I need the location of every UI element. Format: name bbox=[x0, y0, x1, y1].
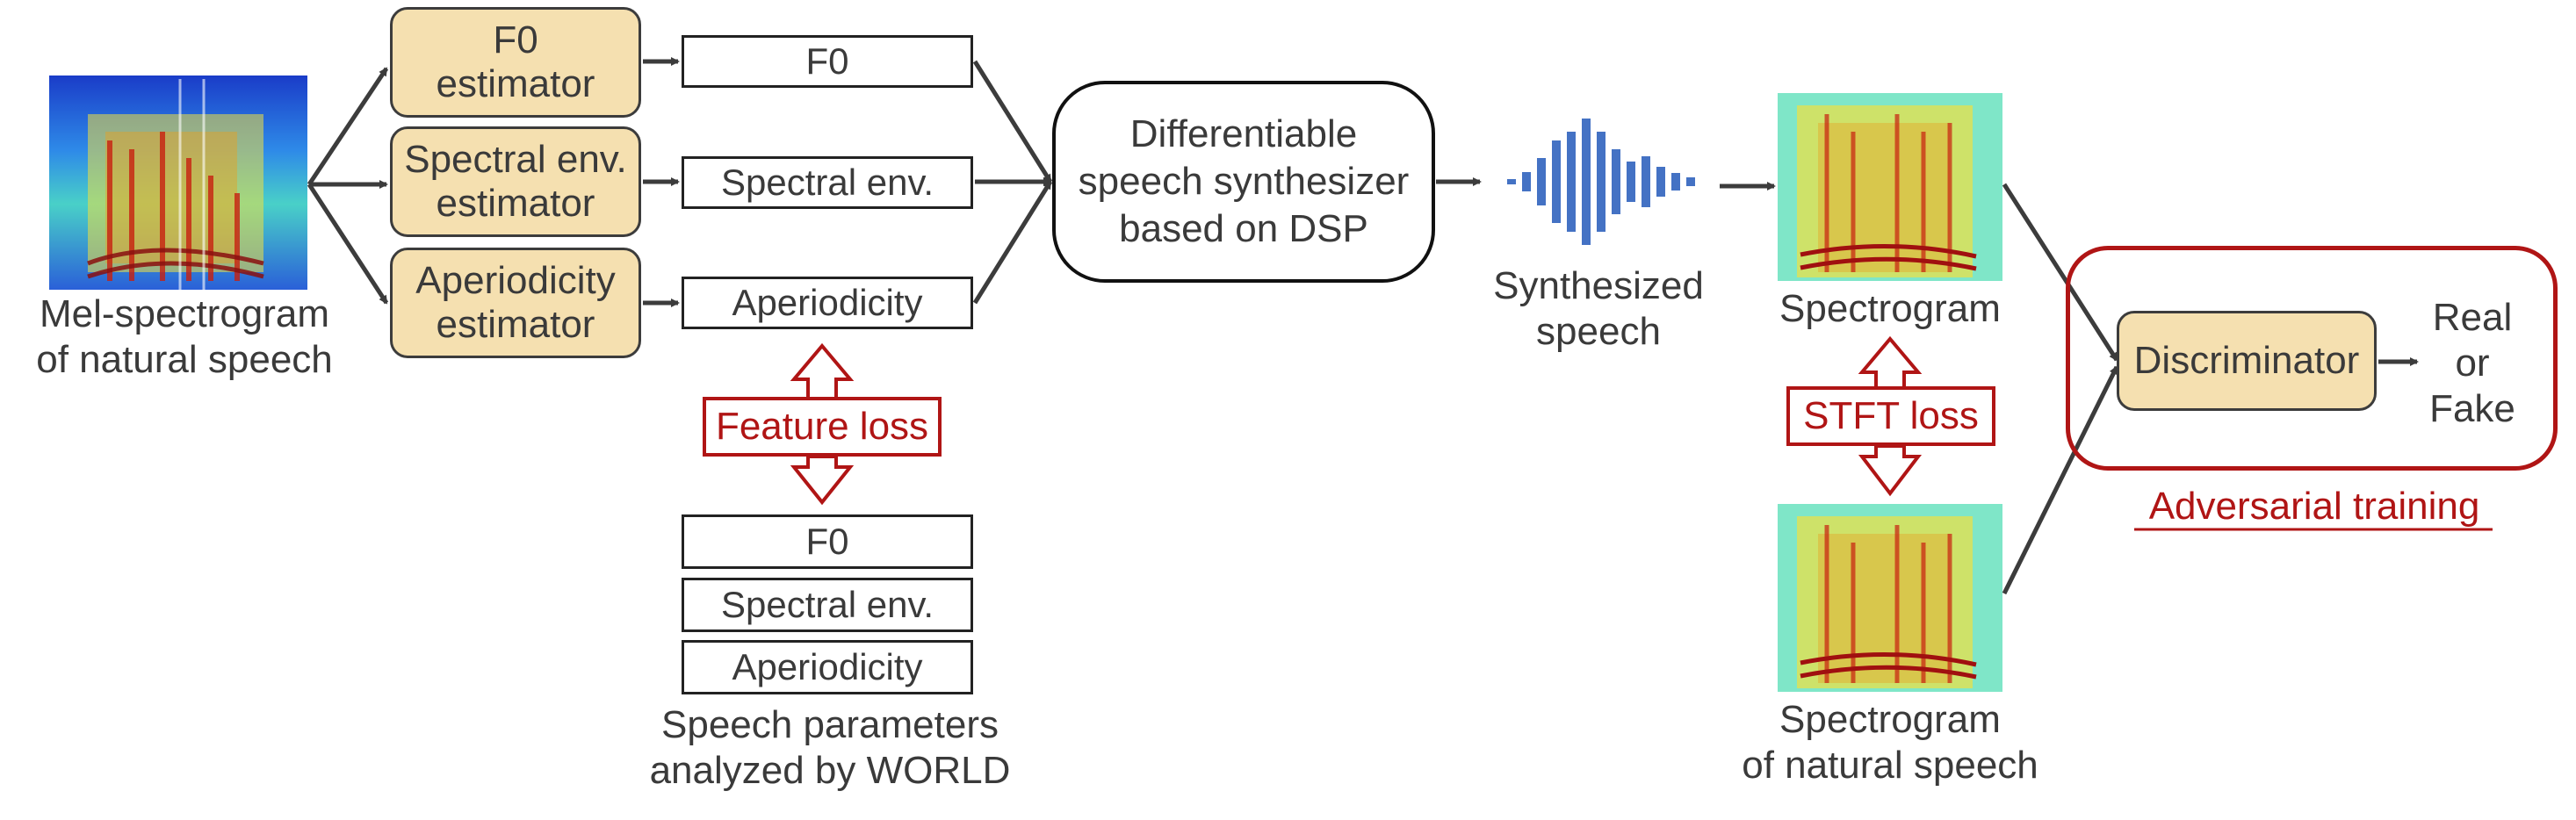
stft-loss-double-arrow bbox=[1858, 335, 1923, 497]
f0-estimator: F0 estimator bbox=[390, 7, 641, 118]
dsp-synthesizer: Differentiable speech synthesizer based … bbox=[1052, 81, 1435, 283]
mel-caption-line-1: Mel-spectrogram bbox=[39, 292, 330, 335]
natural-spectrogram-image bbox=[1778, 504, 2002, 692]
predicted-spectral-env-box: Spectral env. bbox=[682, 156, 973, 209]
feature-loss-label: Feature loss bbox=[703, 397, 942, 457]
discriminator-box: Discriminator bbox=[2117, 311, 2377, 411]
spectral-env-estimator-line-2: estimator bbox=[436, 182, 595, 225]
world-f0-box: F0 bbox=[682, 514, 973, 569]
natural-spectrogram-caption: Spectrogram of natural speech bbox=[1704, 697, 2076, 788]
adversarial-training-label: Adversarial training bbox=[2148, 485, 2480, 528]
mel-spectrogram-image bbox=[49, 76, 307, 290]
adversarial-training-frame bbox=[2066, 246, 2558, 471]
output-line-3: Fake bbox=[2429, 387, 2515, 430]
mel-to-estimator-arrows bbox=[307, 67, 389, 305]
synth-caption-line-1: Synthesized bbox=[1493, 264, 1704, 307]
f0-estimator-line-1: F0 bbox=[493, 18, 538, 61]
world-caption-line-1: Speech parameters bbox=[661, 703, 999, 746]
estimator-to-param-arrows bbox=[643, 57, 680, 307]
spec-to-discriminator-arrows bbox=[2002, 183, 2119, 595]
synth-caption: Synthesized speech bbox=[1449, 263, 1748, 355]
predicted-f0-box: F0 bbox=[682, 35, 973, 88]
synthesized-spectrogram-image bbox=[1778, 93, 2002, 281]
spectral-env-estimator: Spectral env. estimator bbox=[390, 126, 641, 237]
world-spectral-env-box: Spectral env. bbox=[682, 578, 973, 632]
output-line-2: or bbox=[2455, 342, 2490, 385]
synthesizer-line-2: speech synthesizer bbox=[1078, 160, 1410, 203]
natural-spec-caption-line-2: of natural speech bbox=[1742, 744, 2038, 787]
mel-caption: Mel-spectrogram of natural speech bbox=[9, 291, 360, 383]
aperiodicity-estimator-line-2: estimator bbox=[436, 303, 595, 346]
mel-caption-line-2: of natural speech bbox=[36, 338, 333, 381]
predicted-aperiodicity-box: Aperiodicity bbox=[682, 277, 973, 329]
stft-loss-label: STFT loss bbox=[1786, 386, 1995, 446]
f0-estimator-line-2: estimator bbox=[436, 62, 595, 105]
output-line-1: Real bbox=[2432, 296, 2513, 339]
synth-caption-line-2: speech bbox=[1536, 310, 1661, 353]
synthesizer-line-1: Differentiable bbox=[1129, 112, 1358, 155]
natural-spec-caption-line-1: Spectrogram bbox=[1779, 698, 2001, 741]
param-to-synth-arrows bbox=[972, 60, 1053, 305]
aperiodicity-estimator: Aperiodicity estimator bbox=[390, 248, 641, 358]
spectrogram-caption: Spectrogram bbox=[1779, 287, 2001, 330]
real-or-fake-output: Real or Fake bbox=[2406, 295, 2538, 432]
world-caption-line-2: analyzed by WORLD bbox=[649, 749, 1011, 792]
spectral-env-estimator-line-1: Spectral env. bbox=[404, 138, 627, 181]
world-caption: Speech parameters analyzed by WORLD bbox=[615, 702, 1045, 794]
world-aperiodicity-box: Aperiodicity bbox=[682, 640, 973, 694]
aperiodicity-estimator-line-1: Aperiodicity bbox=[415, 259, 616, 302]
synthesizer-line-3: based on DSP bbox=[1119, 207, 1368, 250]
waveform-icon bbox=[1507, 119, 1695, 245]
